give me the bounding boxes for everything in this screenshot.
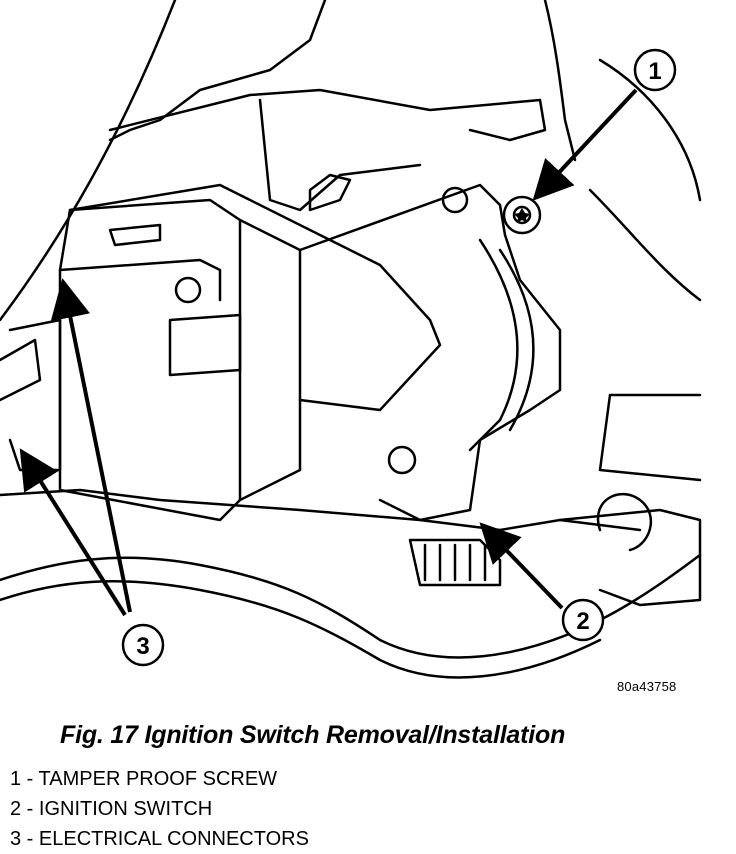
screw-lower [387, 445, 417, 475]
switch-body-front [58, 198, 242, 522]
callout-2-arrow [479, 522, 564, 610]
callout-1-circle [633, 48, 677, 92]
base-rail [0, 488, 642, 532]
callout-2: 2 [561, 598, 605, 642]
upper-bracket-2 [258, 98, 422, 212]
wire-loop [596, 492, 652, 552]
screw-tamper-proof-inner [512, 205, 532, 225]
screw-switch [174, 276, 202, 304]
right-connector [558, 508, 702, 607]
switch-connector-block [168, 313, 242, 377]
callout-3-arrow-b [19, 448, 127, 617]
figure-caption: Fig. 17 Ignition Switch Removal/Installa… [60, 721, 566, 749]
upper-bracket [108, 88, 547, 142]
ignition-switch-diagram: 1 2 3 [0, 0, 702, 679]
legend-item-ignition-switch: 2 - IGNITION SWITCH [10, 798, 213, 820]
dash-right-edge [598, 393, 702, 482]
callout-2-number: 2 [576, 608, 589, 635]
left-clip [0, 338, 42, 402]
column-top-edge [543, 0, 577, 162]
legend-item-electrical-connectors: 3 - ELECTRICAL CONNECTORS [10, 828, 309, 850]
callout-1: 1 [633, 48, 677, 92]
tamper-proof-screw-star [514, 208, 530, 223]
lower-connector [408, 538, 502, 587]
switch-slot [108, 223, 162, 247]
callout-1-arrow [532, 88, 638, 201]
wiring-harness [0, 553, 702, 659]
plate-arc [468, 238, 519, 452]
switch-ledge [58, 258, 222, 302]
dash-panel-curve [598, 58, 702, 202]
plate-arc-inner [498, 248, 535, 432]
callout-1-number: 1 [648, 58, 661, 85]
wiring-harness-2 [0, 580, 602, 679]
diagram-id-label: 80a43758 [617, 679, 677, 694]
legend-list: 1 - TAMPER PROOF SCREW 2 - IGNITION SWIT… [10, 764, 309, 854]
column-shroud-outline [0, 0, 177, 322]
column-shroud-inner [108, 0, 327, 142]
lower-connector-teeth [423, 543, 487, 582]
switch-body-top [68, 183, 442, 412]
callout-2-circle [561, 598, 605, 642]
callout-3-arrow-a [50, 278, 132, 613]
mounting-plate [298, 183, 562, 522]
switch-body-side [238, 218, 302, 502]
callout-3-number: 3 [136, 633, 149, 660]
callout-3-circle [121, 623, 165, 667]
screw-tamper-proof [502, 195, 542, 235]
legend-item-tamper-proof-screw: 1 - TAMPER PROOF SCREW [10, 768, 278, 790]
screw-top-left [441, 186, 469, 214]
dash-panel-curve-2 [588, 188, 702, 302]
left-connector [8, 318, 62, 472]
lever-stub [308, 173, 352, 212]
callout-3: 3 [121, 623, 165, 667]
